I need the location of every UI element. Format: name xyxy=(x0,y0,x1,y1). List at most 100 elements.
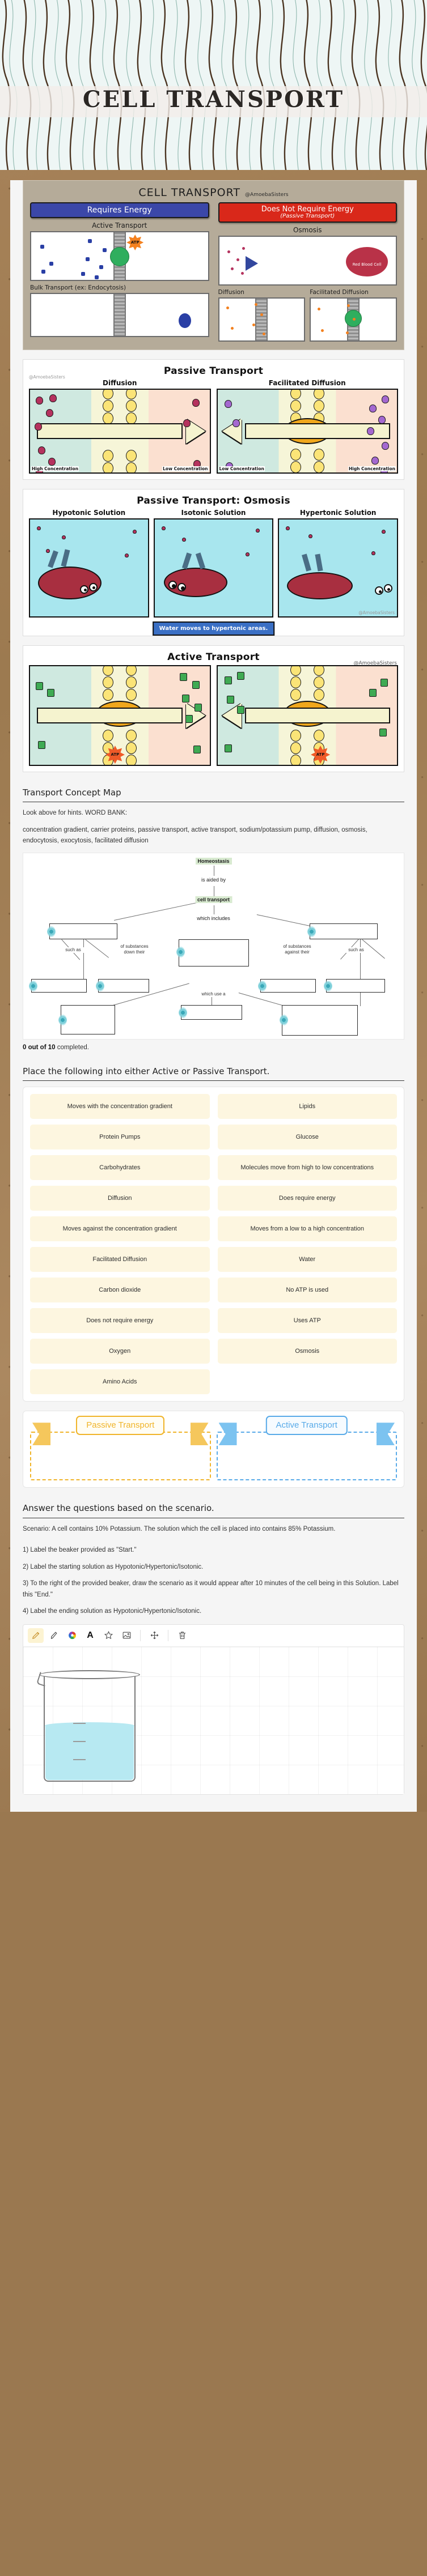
sort-chip[interactable]: Facilitated Diffusion xyxy=(30,1247,210,1272)
sort-chip[interactable]: Lipids xyxy=(217,1094,397,1119)
answer-target-dot[interactable] xyxy=(258,981,267,992)
sort-chip[interactable]: Does require energy xyxy=(217,1186,397,1211)
scenario-question-4: 4) Label the ending solution as Hypotoni… xyxy=(23,1608,202,1615)
solute-molecule xyxy=(236,672,244,680)
sort-chip[interactable]: Carbon dioxide xyxy=(30,1278,210,1303)
text-tool[interactable]: A xyxy=(82,1628,98,1643)
answer-target-dot[interactable] xyxy=(176,947,185,958)
answer-target-dot[interactable] xyxy=(179,1007,187,1019)
facilitated-diffusion-cell-diagram: Low Concentration High Concentration xyxy=(216,389,398,474)
concept-blank-box[interactable] xyxy=(258,979,316,993)
sort-chip[interactable]: Amino Acids xyxy=(30,1369,210,1395)
delete-tool[interactable] xyxy=(174,1628,190,1643)
color-picker-tool[interactable] xyxy=(64,1628,80,1643)
red-blood-cell-cartoon xyxy=(163,568,227,598)
sort-chip[interactable]: Diffusion xyxy=(30,1186,210,1211)
water-molecule xyxy=(181,538,186,542)
dropzone-passive-area[interactable] xyxy=(30,1432,211,1481)
sort-chip[interactable]: Glucose xyxy=(217,1125,397,1150)
hypotonic-cell-diagram xyxy=(29,518,149,618)
answer-target-dot[interactable] xyxy=(280,1015,288,1026)
concept-map-section: Transport Concept Map Look above for hin… xyxy=(23,787,404,1051)
sort-chip[interactable]: Osmosis xyxy=(217,1339,397,1364)
isotonic-column-title: Isotonic Solution xyxy=(181,509,246,517)
solute-molecule xyxy=(183,419,191,428)
water-out-arrow xyxy=(315,553,323,572)
solute-molecule xyxy=(181,695,189,703)
solute-molecule xyxy=(371,457,379,465)
atp-burst-icon: ATP xyxy=(105,746,125,764)
sort-chip[interactable]: Moves from a low to a high concentration xyxy=(217,1216,397,1242)
solute-molecule xyxy=(49,394,57,403)
concept-blank-box[interactable] xyxy=(280,1005,358,1036)
water-molecule xyxy=(371,551,376,556)
hypertonic-column-title: Hypertonic Solution xyxy=(299,509,377,517)
answer-target-dot[interactable] xyxy=(307,926,316,938)
answer-target-dot[interactable] xyxy=(324,981,332,992)
water-molecule xyxy=(161,526,166,531)
concept-label-which-includes: which includes xyxy=(195,916,232,922)
passive-transport-panel: Passive Transport @AmoebaSisters Diffusi… xyxy=(23,359,404,480)
water-molecule xyxy=(246,552,250,557)
concept-blank-box[interactable] xyxy=(96,979,149,993)
shape-tool[interactable] xyxy=(100,1628,116,1643)
drawing-canvas[interactable] xyxy=(23,1646,404,1794)
water-out-arrow xyxy=(195,552,205,569)
concept-blank-box[interactable] xyxy=(179,1005,242,1020)
dropzone-active-area[interactable] xyxy=(216,1432,397,1481)
answer-target-dot[interactable] xyxy=(58,1015,67,1026)
beaker-rim xyxy=(39,1670,140,1679)
concept-blank-box[interactable] xyxy=(29,979,87,993)
concept-blank-box[interactable] xyxy=(58,1005,115,1035)
dropzone-active-transport[interactable]: Active Transport xyxy=(216,1416,397,1481)
concept-blank-box[interactable] xyxy=(324,979,385,993)
sort-chip[interactable]: No ATP is used xyxy=(217,1278,397,1303)
sort-chip[interactable]: Carbohydrates xyxy=(30,1155,210,1181)
solute-dot xyxy=(49,262,53,266)
solute-molecule xyxy=(36,682,43,691)
concept-map-diagram: Homeostasis is aided by cell transport w… xyxy=(23,853,404,1040)
concept-label-down-gradient: of substances down their xyxy=(114,944,155,956)
sort-chip[interactable]: Protein Pumps xyxy=(30,1125,210,1150)
pencil-icon xyxy=(32,1632,39,1640)
infographic-column-active: Requires Energy Active Transport ATP xyxy=(30,202,209,342)
move-tool[interactable] xyxy=(146,1628,162,1643)
dropzone-passive-transport[interactable]: Passive Transport xyxy=(30,1416,211,1481)
image-tool[interactable] xyxy=(119,1628,134,1643)
solute-dot xyxy=(103,248,107,252)
pencil-tool[interactable] xyxy=(28,1628,44,1643)
osmosis-panel-title: Passive Transport: Osmosis xyxy=(137,495,290,507)
concept-blank-box[interactable] xyxy=(307,923,378,940)
sort-chip[interactable]: Does not require energy xyxy=(30,1308,210,1334)
dropzone-active-label: Active Transport xyxy=(265,1416,348,1435)
answer-target-dot[interactable] xyxy=(29,981,37,992)
membrane-graphic xyxy=(113,294,126,336)
diffusion-cell-diagram: High Concentration Low Concentration xyxy=(29,389,211,474)
dropzone-passive-label: Passive Transport xyxy=(76,1416,165,1435)
sort-chip[interactable]: Oxygen xyxy=(30,1339,210,1364)
answer-target-dot[interactable] xyxy=(47,926,56,938)
sort-chip[interactable]: Uses ATP xyxy=(217,1308,397,1334)
sort-chip[interactable]: Moves with the concentration gradient xyxy=(30,1094,210,1119)
concept-blank-box[interactable] xyxy=(176,939,249,967)
infographic-title: CELL TRANSPORT xyxy=(138,186,241,199)
scenario-heading: Answer the questions based on the scenar… xyxy=(23,1502,404,1518)
sort-chip[interactable]: Molecules move from high to low concentr… xyxy=(217,1155,397,1181)
sort-chip[interactable]: Moves against the concentration gradient xyxy=(30,1216,210,1242)
page-title: CELL TRANSPORT xyxy=(82,86,345,113)
solute-molecule xyxy=(46,409,53,418)
marker-tool[interactable] xyxy=(46,1628,62,1643)
solute-dot xyxy=(88,239,92,243)
solute-molecule xyxy=(232,419,240,428)
concept-map-progress-rest: completed. xyxy=(55,1044,89,1051)
sort-chip[interactable]: Water xyxy=(217,1247,397,1272)
passive-pill-main: Does Not Require Energy xyxy=(261,205,354,214)
worksheet-sheet: CELL TRANSPORT @AmoebaSisters Requires E… xyxy=(10,180,417,1812)
answer-target-dot[interactable] xyxy=(96,981,104,992)
concept-blank-box[interactable] xyxy=(47,923,117,940)
solute-molecule xyxy=(179,673,187,682)
beaker-tick xyxy=(73,1759,86,1760)
bulk-transport-diagram xyxy=(30,293,209,337)
text-a-icon: A xyxy=(87,1630,94,1640)
beaker-tick xyxy=(73,1740,86,1742)
